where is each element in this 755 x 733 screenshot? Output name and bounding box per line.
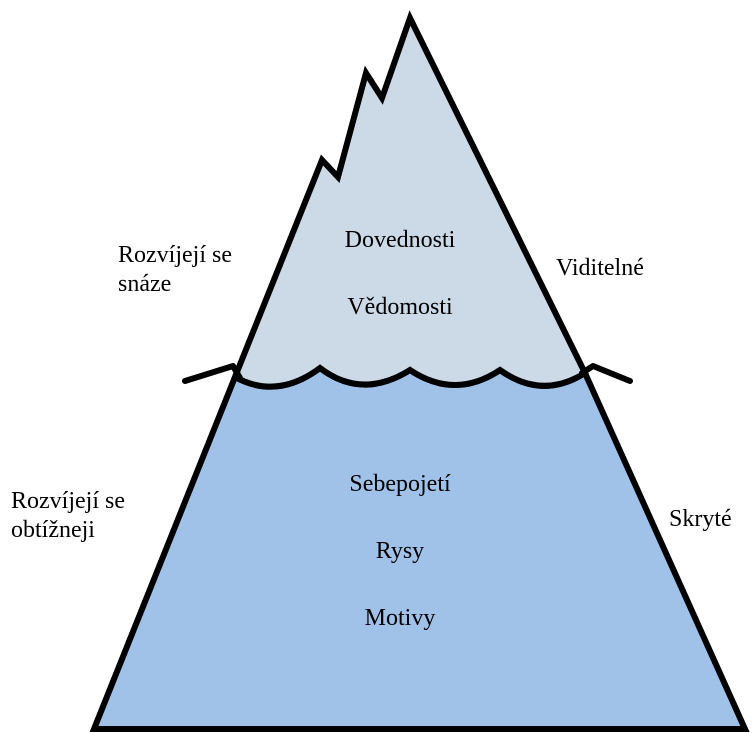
item-knowledge: Vědomosti	[347, 294, 453, 320]
label-hidden: Skryté	[669, 506, 732, 532]
waterline-right	[579, 363, 633, 384]
label-develops-easier: Rozvíjejí se snáze	[118, 241, 232, 299]
label-develops-harder-line1: Rozvíjejí se	[11, 488, 125, 514]
item-self-concept: Sebepojetí	[349, 471, 451, 497]
label-visible: Viditelné	[556, 255, 644, 281]
waterline-left	[182, 363, 243, 384]
label-develops-harder: Rozvíjejí se obtížneji	[11, 487, 125, 545]
item-motives: Motivy	[364, 605, 436, 631]
item-skills: Dovednosti	[344, 227, 456, 253]
label-develops-harder-line2: obtížneji	[11, 517, 95, 543]
label-develops-easier-line1: Rozvíjejí se	[118, 242, 232, 268]
item-traits: Rysy	[375, 538, 425, 564]
label-develops-easier-line2: snáze	[118, 271, 172, 297]
iceberg-visible-tip	[231, 10, 589, 390]
